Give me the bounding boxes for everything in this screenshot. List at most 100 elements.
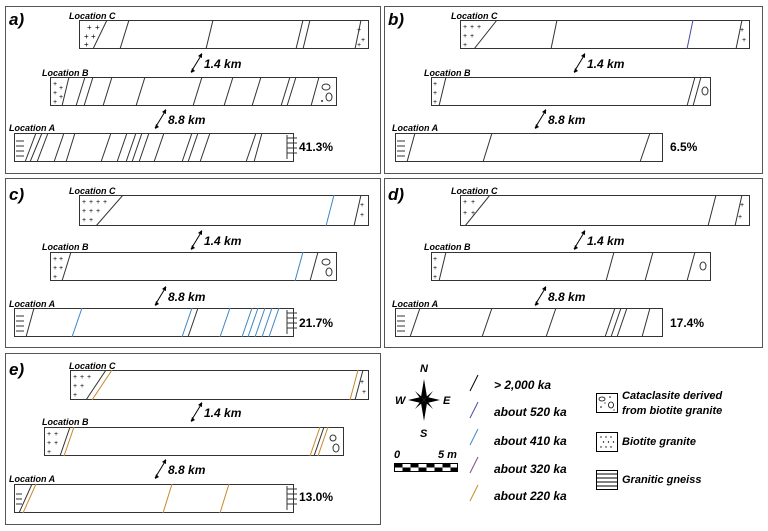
age-label-4: about 320 ka (494, 462, 567, 476)
distance-cb: 1.4 km (587, 234, 625, 248)
location-a-label: Location A (9, 474, 56, 484)
strip-b: +++ ++ (50, 77, 337, 106)
svg-text:+: + (103, 199, 107, 206)
svg-text:+: + (89, 217, 93, 224)
svg-text:+: + (433, 274, 437, 281)
distance-cb: 1.4 km (587, 57, 625, 71)
svg-text:+: + (740, 202, 744, 209)
compass-w: W (395, 395, 406, 407)
svg-text:+: + (742, 37, 746, 44)
scale-bar (394, 463, 458, 472)
age-label-2: about 520 ka (494, 405, 567, 419)
svg-text:+: + (433, 90, 437, 97)
panel-label: d) (388, 185, 405, 204)
svg-text:+: + (357, 27, 361, 34)
svg-text:+: + (59, 265, 63, 272)
svg-text:+: + (80, 383, 84, 390)
svg-text:+: + (470, 24, 474, 31)
location-c-label: Location C (451, 186, 498, 196)
svg-text:+: + (47, 440, 51, 447)
strip-a (14, 484, 294, 513)
strip-c: +++ ++ + ++ (70, 370, 369, 400)
location-b-label: Location B (424, 68, 471, 78)
svg-text:+: + (73, 392, 77, 399)
panel-a: a) Location C ++ ++ + ++ + 1.4 km Locati… (5, 6, 381, 174)
svg-text:+: + (463, 199, 467, 206)
svg-text:+: + (59, 85, 63, 92)
age-swatch-3 (469, 428, 479, 446)
svg-text:+: + (95, 23, 100, 32)
svg-text:+: + (433, 265, 437, 272)
granitic-gneiss-label: Granitic gneiss (622, 474, 702, 486)
distance-arrow-cb (573, 230, 586, 250)
location-a-label: Location A (9, 299, 56, 309)
distance-cb: 1.4 km (204, 234, 242, 248)
location-a-label: Location A (9, 123, 56, 133)
panel-e: e) Location C +++ ++ + ++ 1.4 km Locatio… (5, 353, 381, 525)
age-swatch-1 (469, 374, 479, 392)
svg-text:+: + (463, 210, 467, 217)
svg-text:+: + (362, 389, 366, 396)
distance-cb: 1.4 km (204, 406, 242, 420)
strip-b: +++ (431, 77, 711, 106)
scale-five: 5 m (438, 449, 457, 461)
percentage: 17.4% (670, 316, 705, 330)
svg-text:+: + (360, 202, 364, 209)
strip-a (14, 133, 294, 162)
svg-text:+: + (91, 32, 96, 41)
svg-text:+: + (738, 214, 742, 221)
location-c-label: Location C (69, 11, 116, 21)
gneiss-tab (286, 486, 297, 510)
panel-b: b) Location C +++ ++ + ++ 1.4 km Locatio… (384, 6, 763, 174)
distance-arrow-ba (154, 109, 167, 129)
svg-text:+: + (471, 199, 475, 206)
svg-text:+: + (54, 440, 58, 447)
strip-b: ++ ++ + (50, 252, 337, 281)
strip-c: ++ ++ + ++ + (79, 20, 369, 49)
panel-label: e) (9, 360, 25, 379)
strip-b: ++ ++ + (44, 427, 344, 456)
svg-text:+: + (361, 37, 365, 44)
age-swatch-2 (469, 401, 479, 419)
svg-text:+: + (54, 431, 58, 438)
svg-text:+: + (82, 217, 86, 224)
age-label-3: about 410 ka (494, 434, 567, 448)
location-c-label: Location C (69, 361, 116, 371)
strip-c: ++++ +++ ++ ++ (79, 195, 369, 226)
legend: N S W E 0 5 m > 2,000 ka about 520 ka ab… (384, 353, 764, 525)
location-b-label: Location B (42, 417, 89, 427)
panel-label: b) (388, 10, 405, 29)
svg-text:+: + (53, 256, 57, 263)
svg-text:+: + (463, 33, 467, 40)
svg-text:+: + (740, 27, 744, 34)
svg-text:+: + (53, 265, 57, 272)
location-a-label: Location A (392, 123, 439, 133)
percentage: 6.5% (670, 140, 698, 154)
svg-text:+: + (84, 40, 89, 49)
location-b-label: Location B (424, 242, 471, 252)
distance-ba: 8.8 km (168, 463, 206, 477)
location-c-label: Location C (69, 186, 116, 196)
svg-text:+: + (96, 199, 100, 206)
cataclasite-swatch (596, 393, 618, 413)
gneiss-tab (286, 310, 297, 334)
distance-arrow-ba (534, 109, 547, 129)
age-swatch-5 (469, 484, 479, 502)
distance-arrow-cb (190, 53, 203, 73)
scale-zero: 0 (394, 449, 401, 461)
svg-text:+: + (96, 208, 100, 215)
svg-text:+: + (477, 24, 481, 31)
panel-label: c) (9, 185, 25, 204)
strip-c: +++ ++ + ++ (460, 20, 750, 49)
svg-text:+: + (59, 256, 63, 263)
svg-text:+: + (53, 274, 57, 281)
strip-c: ++ ++ ++ (460, 195, 750, 226)
svg-text:+: + (89, 199, 93, 206)
svg-text:+: + (360, 379, 364, 386)
biotite-granite-swatch (596, 432, 618, 452)
strip-a (395, 133, 663, 162)
svg-text:+: + (47, 431, 51, 438)
strip-a (14, 308, 294, 337)
svg-text:+: + (80, 374, 84, 381)
location-a-label: Location A (392, 299, 439, 309)
